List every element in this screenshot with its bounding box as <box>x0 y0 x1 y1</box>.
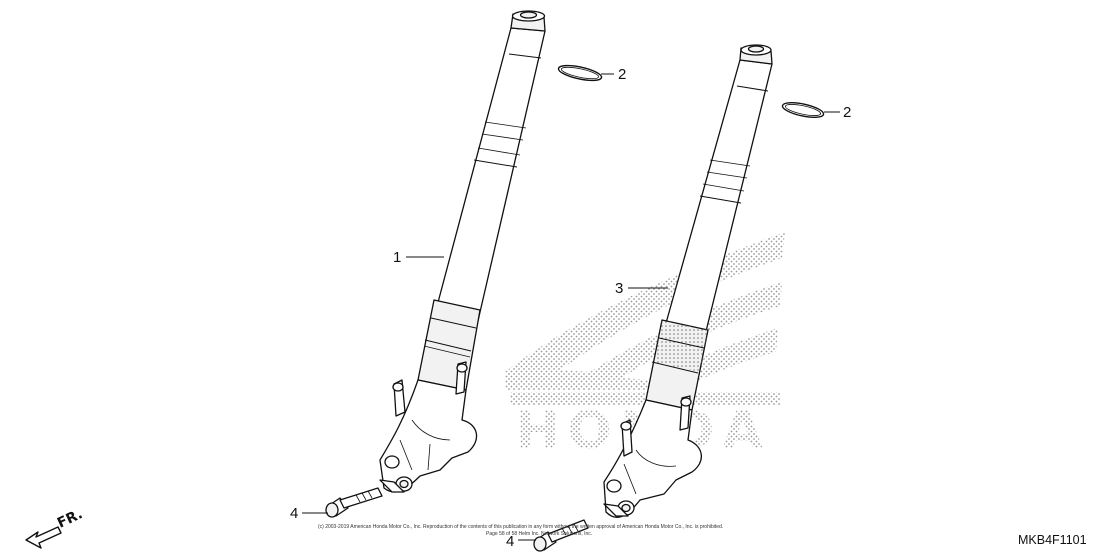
copyright-line-2: Page 58 of 58 Helm Inc. Network Solution… <box>486 531 592 537</box>
front-direction-arrow-icon <box>25 526 62 549</box>
callout-bolt-left: 4 <box>290 505 298 522</box>
o-ring-right[interactable] <box>781 100 825 120</box>
front-fork-left[interactable] <box>379 10 546 493</box>
o-ring-left[interactable] <box>557 63 603 84</box>
leader-lines <box>302 73 840 541</box>
callout-fork-right: 3 <box>615 280 623 297</box>
bolt-right[interactable] <box>533 519 589 552</box>
honda-wing-watermark <box>505 232 785 405</box>
callout-bolt-right: 4 <box>506 533 514 550</box>
diagram-code: MKB4F1101 <box>1018 533 1087 547</box>
bolt-left[interactable] <box>325 487 383 518</box>
copyright-line-1: (c) 2003-2019 American Honda Motor Co., … <box>318 524 723 530</box>
callout-fork-left: 1 <box>393 249 401 266</box>
callout-ring-right: 2 <box>843 104 851 121</box>
direction-label: FR. <box>55 506 85 531</box>
front-fork-right[interactable] <box>603 44 773 518</box>
callout-ring-left: 2 <box>618 66 626 83</box>
